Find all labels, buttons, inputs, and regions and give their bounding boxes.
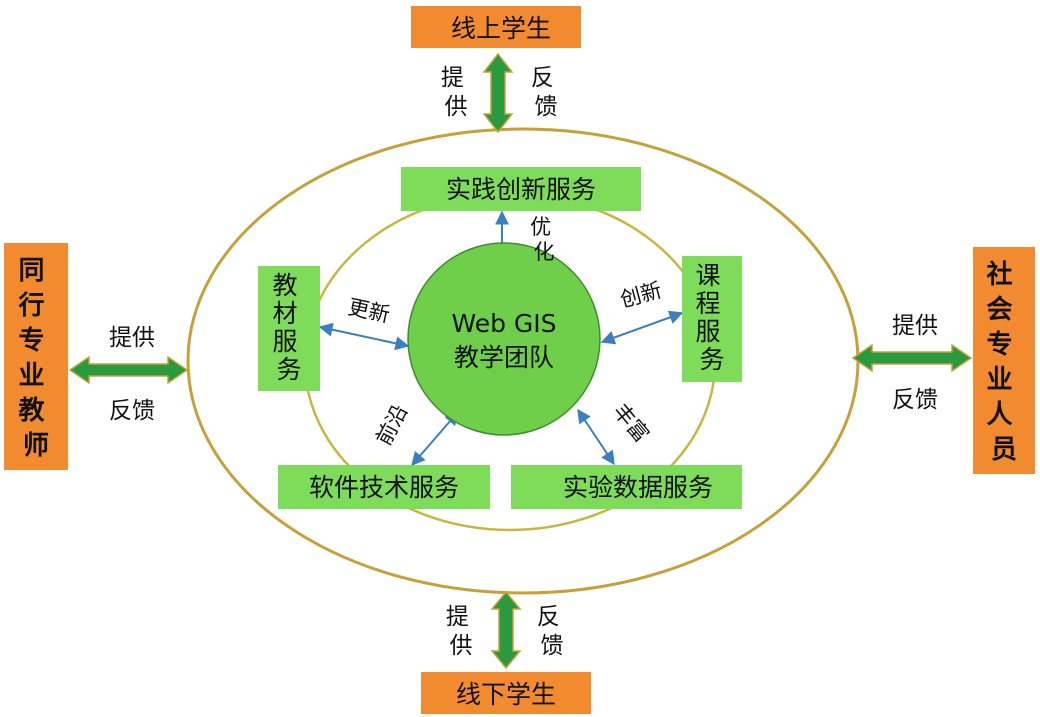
textbook-service-label: 教 材 服 务 xyxy=(273,271,306,384)
course-service-label: 课 程 服 务 xyxy=(696,261,729,374)
peer-teachers-label: 同 行 专 业 教 师 xyxy=(17,256,53,461)
left-provide: 提供 xyxy=(109,325,155,351)
experiment-service-label: 实验数据服务 xyxy=(563,473,713,502)
connector-course xyxy=(600,310,684,345)
right-feedback: 反馈 xyxy=(892,387,938,413)
relation-innovate: 创新 xyxy=(618,278,665,312)
offline-students-box xyxy=(421,672,591,714)
relation-frontier: 前沿 xyxy=(372,401,413,449)
connector-textbook xyxy=(318,322,410,351)
top-feedback: 反 馈 xyxy=(531,65,561,120)
top-double-arrow xyxy=(482,52,514,134)
practice-service-box xyxy=(401,167,641,211)
textbook-service-box xyxy=(258,266,320,391)
bottom-double-arrow xyxy=(490,590,522,670)
connector-software xyxy=(411,410,459,467)
left-feedback: 反馈 xyxy=(109,398,155,424)
offline-students-label: 线下学生 xyxy=(456,680,556,709)
top-provide: 提 供 xyxy=(441,65,471,120)
right-provide: 提供 xyxy=(892,313,938,339)
center-circle xyxy=(407,242,601,436)
experiment-service-box xyxy=(511,465,742,509)
right-double-arrow xyxy=(851,343,973,373)
social-professionals-label: 社 会 专 业 人 员 xyxy=(986,259,1021,465)
relation-optimize: 优 化 xyxy=(530,215,558,264)
relation-update: 更新 xyxy=(346,295,392,327)
center-subtitle: 教学团队 xyxy=(454,343,554,372)
online-students-label: 线上学生 xyxy=(451,14,551,43)
left-double-arrow xyxy=(68,355,189,385)
bottom-feedback: 反 馈 xyxy=(537,604,567,659)
course-service-box xyxy=(682,256,742,382)
software-service-box xyxy=(278,465,490,509)
practice-service-label: 实践创新服务 xyxy=(446,175,596,204)
software-service-label: 软件技术服务 xyxy=(309,473,459,502)
relation-enrich: 丰富 xyxy=(608,399,653,447)
social-professionals-box xyxy=(973,247,1035,474)
connector-experiment xyxy=(577,408,615,466)
online-students-box xyxy=(411,6,581,48)
peer-teachers-box xyxy=(4,243,68,470)
bottom-provide: 提 供 xyxy=(446,604,476,659)
center-title: Web GIS xyxy=(451,309,556,338)
